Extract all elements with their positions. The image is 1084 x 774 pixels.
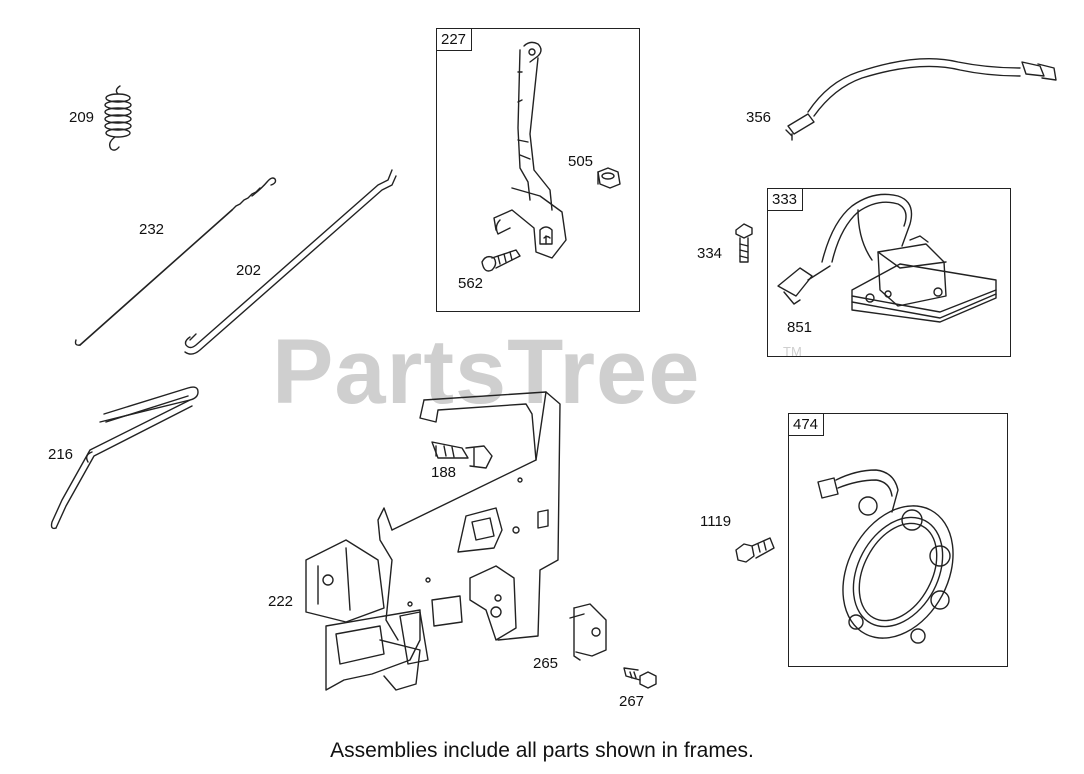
screw-562-drawing (481, 249, 521, 272)
ignition-armature-333-drawing (777, 193, 997, 323)
part-label-851[interactable]: 851 (787, 319, 813, 336)
part-label-188[interactable]: 188 (431, 464, 457, 481)
frame-label-227[interactable]: 227 (437, 29, 473, 51)
nut-505-drawing (597, 167, 621, 189)
assembly-frame-474 (788, 413, 1008, 667)
bolt-188-drawing (431, 441, 493, 469)
assembly-frame-333 (767, 188, 1011, 357)
part-label-1119[interactable]: 1119 (700, 513, 732, 530)
screw-334-drawing (735, 223, 753, 263)
part-label-356[interactable]: 356 (746, 109, 772, 126)
part-label-334[interactable]: 334 (697, 245, 723, 262)
part-label-265[interactable]: 265 (533, 655, 559, 672)
lead-wire-356-drawing (785, 57, 1057, 141)
part-label-505[interactable]: 505 (568, 153, 594, 170)
part-label-562[interactable]: 562 (458, 275, 484, 292)
part-label-232[interactable]: 232 (139, 221, 165, 238)
screw-1119-drawing (735, 537, 775, 563)
assembly-frame-227 (436, 28, 640, 312)
frame-label-333[interactable]: 333 (768, 189, 804, 211)
part-label-202[interactable]: 202 (236, 262, 262, 279)
watermark-trademark: TM (783, 344, 802, 359)
control-lever-227-drawing (493, 41, 567, 259)
part-label-267[interactable]: 267 (619, 693, 645, 710)
governor-link-232-drawing (74, 177, 277, 346)
choke-rod-216-drawing (50, 386, 199, 530)
part-label-209[interactable]: 209 (69, 109, 95, 126)
part-label-216[interactable]: 216 (48, 446, 74, 463)
control-bracket-222-drawing (305, 391, 561, 691)
diagram-caption: Assemblies include all parts shown in fr… (330, 739, 754, 762)
watermark-logo: PartsTree (272, 321, 701, 423)
clip-265-drawing (569, 603, 607, 661)
frame-label-474[interactable]: 474 (789, 414, 825, 436)
alternator-474-drawing (817, 469, 954, 644)
spring-209-drawing (104, 85, 132, 151)
throttle-rod-202-drawing (184, 169, 397, 355)
part-label-222[interactable]: 222 (268, 593, 294, 610)
screw-267-drawing (623, 667, 657, 689)
